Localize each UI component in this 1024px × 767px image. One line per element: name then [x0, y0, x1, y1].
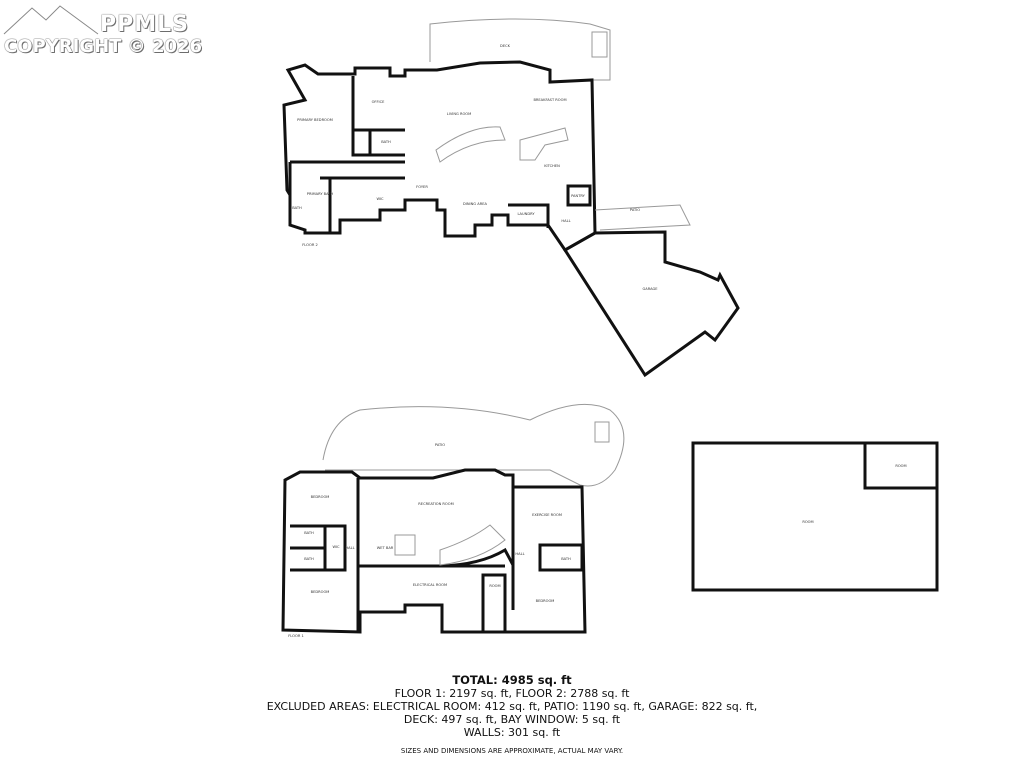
room-label: HALL — [515, 552, 524, 556]
floor-plan-drawing: DECK PRIMARY BEDROOM OFFICE BATH LIVING … — [281, 18, 939, 638]
room-label: ELECTRICAL ROOM — [413, 583, 447, 587]
room-label: BATH — [304, 531, 314, 535]
floor-1-plan: PATIO BEDROOM RECREATION ROOM EXERCISE R… — [281, 403, 625, 638]
room-label: LIVING ROOM — [447, 112, 471, 116]
floor-2-plan: DECK PRIMARY BEDROOM OFFICE BATH LIVING … — [282, 18, 740, 378]
room-label: RECREATION ROOM — [418, 502, 453, 506]
room-label: PANTRY — [571, 194, 586, 198]
excluded-areas-line-2: DECK: 497 sq. ft, BAY WINDOW: 5 sq. ft — [403, 713, 621, 726]
room-label: ROOM — [802, 520, 813, 524]
room-label: BEDROOM — [311, 590, 330, 594]
deck-outline — [429, 18, 611, 81]
room-label: BATH — [304, 557, 314, 561]
room-label: BATH — [561, 557, 571, 561]
room-label: HALL — [345, 546, 354, 550]
watermark-copyright: COPYRIGHT © 2026 — [4, 36, 203, 57]
room-label: PRIMARY BEDROOM — [297, 118, 333, 122]
outbuilding-plan: ROOM ROOM — [691, 441, 939, 592]
room-label: HALL — [561, 219, 570, 223]
floor-label: FLOOR 2 — [302, 243, 318, 247]
room-label: DECK — [500, 44, 511, 48]
floor-areas: FLOOR 1: 2197 sq. ft, FLOOR 2: 2788 sq. … — [394, 687, 630, 700]
room-label: LAUNDRY — [517, 212, 535, 216]
room-label: GARAGE — [642, 287, 658, 291]
room-label: WET BAR — [377, 546, 394, 550]
disclaimer: SIZES AND DIMENSIONS ARE APPROXIMATE, AC… — [400, 747, 624, 755]
room-label: OFFICE — [372, 100, 386, 104]
room-label: WIC — [332, 545, 340, 549]
total-area: TOTAL: 4985 sq. ft — [452, 673, 572, 687]
watermark-brand: PPMLS — [100, 12, 190, 37]
room-label: FOYER — [416, 185, 428, 189]
room-label: PRIMARY BATH — [307, 192, 334, 196]
area-summary: TOTAL: 4985 sq. ft FLOOR 1: 2197 sq. ft,… — [0, 674, 1024, 758]
excluded-areas-line-1: EXCLUDED AREAS: ELECTRICAL ROOM: 412 sq.… — [266, 700, 758, 713]
room-label: PATIO — [435, 443, 445, 447]
room-label: BATH — [381, 140, 391, 144]
mountain-logo-icon — [2, 2, 100, 36]
room-label: BREAKFAST ROOM — [533, 98, 566, 102]
floor-1-walls — [281, 468, 587, 634]
room-label: ROOM — [489, 584, 500, 588]
room-label: WIC — [376, 197, 384, 201]
room-label: EXERCISE ROOM — [532, 513, 562, 517]
room-label: BEDROOM — [311, 495, 330, 499]
room-label: BATH — [292, 206, 302, 210]
room-label: PATIO — [630, 208, 640, 212]
deck-stairs — [591, 31, 608, 58]
room-label: DINING AREA — [463, 202, 487, 206]
outbuilding-walls — [691, 441, 939, 592]
room-label: BEDROOM — [536, 599, 555, 603]
patio-outline — [322, 403, 625, 487]
patio-stairs — [594, 421, 610, 443]
walls-area: WALLS: 301 sq. ft — [463, 726, 561, 739]
floor-2-walls — [282, 60, 597, 252]
garage-walls — [562, 230, 740, 378]
room-label: KITCHEN — [544, 164, 560, 168]
floor-label: FLOOR 1 — [288, 634, 304, 638]
room-label: ROOM — [895, 464, 906, 468]
